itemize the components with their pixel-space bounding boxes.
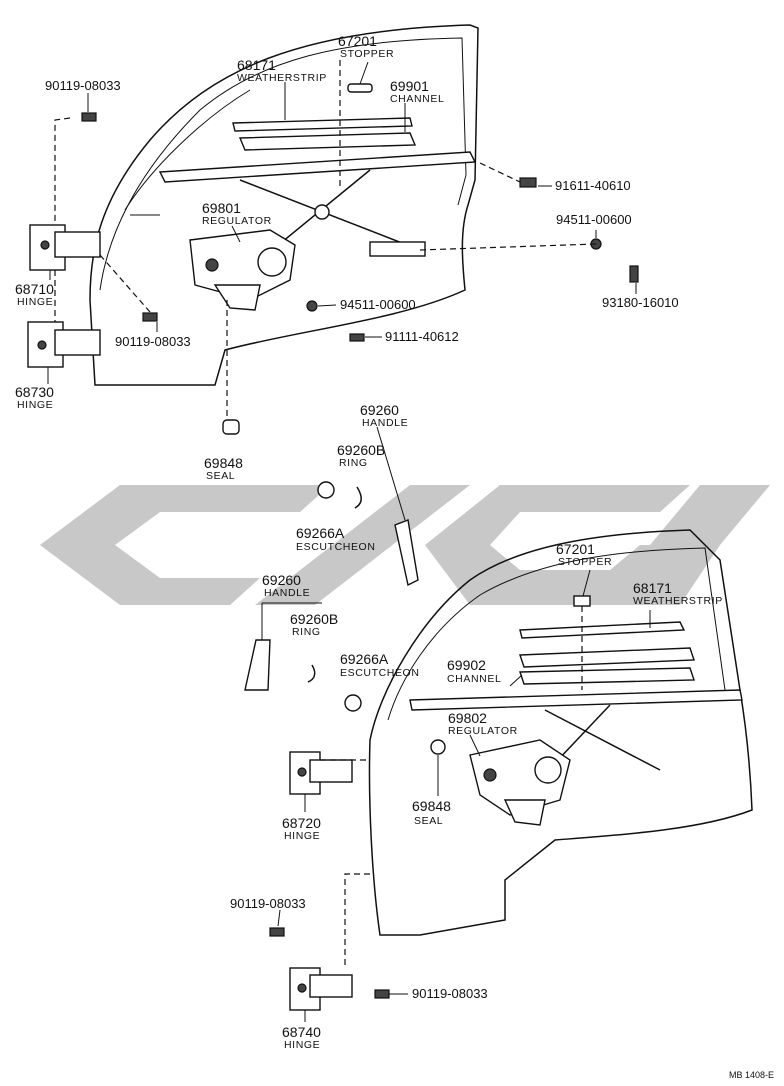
hinge-68720 (289, 751, 353, 795)
callout-67201-name: STOPPER (340, 48, 394, 60)
callout-68720-number: 68720 (282, 815, 321, 831)
callout-69260-number-b: 69260 (262, 572, 301, 588)
callout-68710-name: HINGE (17, 296, 53, 308)
part-91111-40612: 91111-40612 (385, 329, 459, 344)
callout-67201-number-rear: 67201 (556, 541, 595, 557)
callout-69848-name: SEAL (206, 470, 235, 482)
watermark-logo (40, 485, 770, 605)
callout-69260-number-a: 69260 (360, 402, 399, 418)
labels: 67201 STOPPER 68171 WEATHERSTRIP 69901 C… (15, 33, 723, 1051)
callout-69801-number: 69801 (202, 200, 241, 216)
leader-lines (47, 61, 651, 1022)
callout-69848-number: 69848 (204, 455, 243, 471)
callout-68740-number: 68740 (282, 1024, 321, 1040)
part-90119-08033-c: 90119-08033 (230, 896, 306, 911)
callout-69902-name: CHANNEL (447, 673, 501, 685)
callout-67201-number: 67201 (338, 33, 377, 49)
callout-69901-number: 69901 (390, 78, 429, 94)
callout-69848-number-rear: 69848 (412, 798, 451, 814)
part-90119-08033-d: 90119-08033 (412, 986, 488, 1001)
callout-69266a-number-b: 69266A (340, 651, 389, 667)
callout-69266a-number-a: 69266A (296, 525, 345, 541)
front-door (27, 24, 639, 435)
footer-code: MB 1408-E (728, 1070, 774, 1080)
callout-69802-number: 69802 (448, 710, 487, 726)
hinge-68740 (289, 967, 353, 1011)
callout-69260b-number-a: 69260B (337, 442, 385, 458)
callout-68730-number: 68730 (15, 384, 54, 400)
callout-69848-name-rear: SEAL (414, 815, 443, 827)
callout-69260b-name-b: RING (292, 626, 321, 638)
callout-69260b-number-b: 69260B (290, 611, 338, 627)
part-90119-08033-b: 90119-08033 (115, 334, 191, 349)
callout-68740-name: HINGE (284, 1039, 320, 1051)
callout-68171-name-rear: WEATHERSTRIP (633, 595, 723, 607)
handles (244, 426, 419, 712)
callout-69901-name: CHANNEL (390, 93, 444, 105)
callout-69902-number: 69902 (447, 657, 486, 673)
callout-68730-name: HINGE (17, 399, 53, 411)
callout-69260b-name-a: RING (339, 457, 368, 469)
callout-68171-number-rear: 68171 (633, 580, 672, 596)
callout-69260-name-a: HANDLE (362, 417, 408, 429)
part-94511-00600-a: 94511-00600 (556, 212, 632, 227)
callout-69260-name-b: HANDLE (264, 587, 310, 599)
callout-69266a-name-a: ESCUTCHEON (296, 541, 376, 553)
callout-68720-name: HINGE (284, 830, 320, 842)
callout-67201-name-rear: STOPPER (558, 556, 612, 568)
part-90119-08033-a: 90119-08033 (45, 78, 121, 93)
callout-69266a-name-b: ESCUTCHEON (340, 667, 420, 679)
hinge-68730 (27, 321, 101, 368)
part-94511-00600-b: 94511-00600 (340, 297, 416, 312)
rear-door (269, 529, 753, 1011)
callout-69802-name: REGULATOR (448, 725, 518, 737)
hinge-68710 (29, 224, 101, 271)
callout-68171-number: 68171 (237, 57, 276, 73)
callout-68171-name: WEATHERSTRIP (237, 72, 327, 84)
part-93180-16010: 93180-16010 (602, 295, 679, 310)
callout-68710-number: 68710 (15, 281, 54, 297)
callout-69801-name: REGULATOR (202, 215, 272, 227)
part-91611-40610: 91611-40610 (555, 178, 631, 193)
